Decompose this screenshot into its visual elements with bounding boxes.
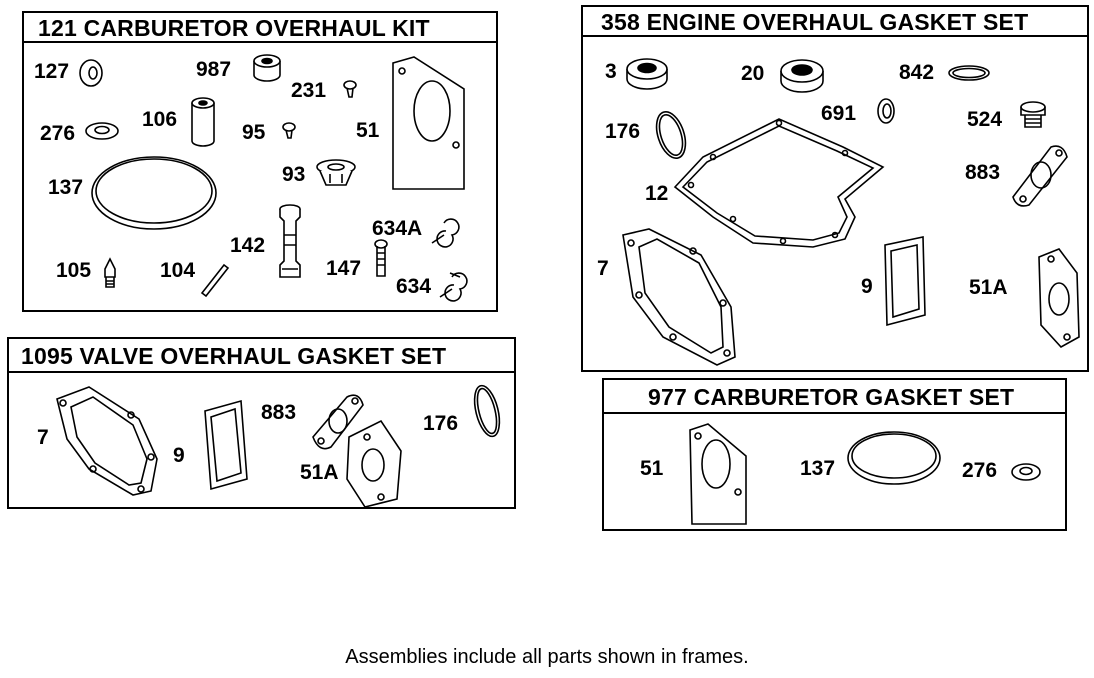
rect-gasket-icon xyxy=(204,399,248,491)
gasket-icon xyxy=(1038,248,1080,349)
part-label: 883 xyxy=(261,401,297,424)
kit-frame-valve-overhaul: 1095 VALVE OVERHAUL GASKET SET 7 9 883 5… xyxy=(7,337,516,509)
part-label: 147 xyxy=(326,257,362,280)
part-label: 142 xyxy=(230,234,266,257)
part-label: 276 xyxy=(40,122,76,145)
kit-title: 977 CARBURETOR GASKET SET xyxy=(604,380,1065,414)
plug-icon xyxy=(1020,101,1046,128)
head-gasket-icon xyxy=(56,386,158,496)
part-label: 51 xyxy=(356,119,380,142)
part-label: 51A xyxy=(300,461,339,484)
part-label: 105 xyxy=(56,259,92,282)
kit-frame-engine-overhaul: 358 ENGINE OVERHAUL GASKET SET 3 20 842 … xyxy=(581,5,1089,372)
parts-drawing xyxy=(622,58,1080,366)
valve-seat-icon xyxy=(316,159,356,186)
screw-icon xyxy=(374,239,388,277)
spring-icon xyxy=(439,272,468,302)
spring-icon xyxy=(431,218,460,248)
part-label: 176 xyxy=(423,412,459,435)
part-label: 691 xyxy=(821,102,857,125)
part-label: 883 xyxy=(965,161,1001,184)
gasket-icon xyxy=(312,394,364,450)
head-gasket-icon xyxy=(622,228,736,366)
kit-frame-carburetor-overhaul: 121 CARBURETOR OVERHAUL KIT 127 987 231 … xyxy=(22,11,498,312)
part-label: 7 xyxy=(597,257,609,280)
o-ring-icon xyxy=(473,384,501,438)
screw-icon xyxy=(343,80,357,98)
oil-seal-icon xyxy=(626,58,668,90)
kit-title: 121 CARBURETOR OVERHAUL KIT xyxy=(24,13,496,43)
tube-icon xyxy=(279,204,301,278)
gasket-plate-icon xyxy=(689,423,747,525)
kit-title: 358 ENGINE OVERHAUL GASKET SET xyxy=(583,7,1087,37)
parts-drawing xyxy=(56,384,501,508)
o-ring-icon xyxy=(847,431,941,485)
part-label: 106 xyxy=(142,108,178,131)
part-label: 51 xyxy=(640,457,664,480)
part-label: 9 xyxy=(173,444,185,467)
part-label: 524 xyxy=(967,108,1003,131)
part-label: 231 xyxy=(291,79,327,102)
oil-seal-icon xyxy=(780,59,824,93)
part-label: 176 xyxy=(605,120,641,143)
crankcase-gasket-icon xyxy=(673,118,885,248)
part-label: 137 xyxy=(800,457,836,480)
part-label: 51A xyxy=(969,276,1008,299)
o-ring-icon xyxy=(655,111,687,159)
part-label: 634 xyxy=(396,275,432,298)
bushing-icon xyxy=(253,54,281,82)
part-label: 12 xyxy=(645,182,669,205)
part-label: 104 xyxy=(160,259,196,282)
kit-frame-carburetor-gasket: 977 CARBURETOR GASKET SET 51 137 276 xyxy=(602,378,1067,531)
part-label: 20 xyxy=(741,62,765,85)
part-label: 634A xyxy=(372,217,423,240)
parts-drawing xyxy=(689,423,1041,525)
part-label: 842 xyxy=(899,61,935,84)
o-ring-icon xyxy=(91,156,217,230)
washer-icon xyxy=(79,59,103,87)
pin-icon xyxy=(200,263,230,298)
seal-icon xyxy=(1011,463,1041,481)
gasket-plate-icon xyxy=(392,56,465,190)
washer-icon xyxy=(877,98,895,124)
screw-icon xyxy=(282,122,296,139)
kit-title: 1095 VALVE OVERHAUL GASKET SET xyxy=(9,339,514,373)
footer-note: Assemblies include all parts shown in fr… xyxy=(345,646,749,668)
part-label: 987 xyxy=(196,58,232,81)
part-label: 3 xyxy=(605,60,617,83)
rect-gasket-icon xyxy=(884,236,926,327)
part-label: 9 xyxy=(861,275,873,298)
part-label: 137 xyxy=(48,176,84,199)
parts-drawing xyxy=(79,54,468,302)
part-label: 7 xyxy=(37,426,49,449)
part-label: 93 xyxy=(282,163,306,186)
part-label: 127 xyxy=(34,60,70,83)
gasket-icon xyxy=(346,419,402,508)
gasket-icon xyxy=(1012,145,1068,207)
part-label: 276 xyxy=(962,459,998,482)
cylinder-icon xyxy=(191,97,215,147)
o-ring-icon xyxy=(948,65,990,81)
seal-icon xyxy=(85,122,119,140)
jet-icon xyxy=(104,257,116,288)
part-label: 95 xyxy=(242,121,266,144)
